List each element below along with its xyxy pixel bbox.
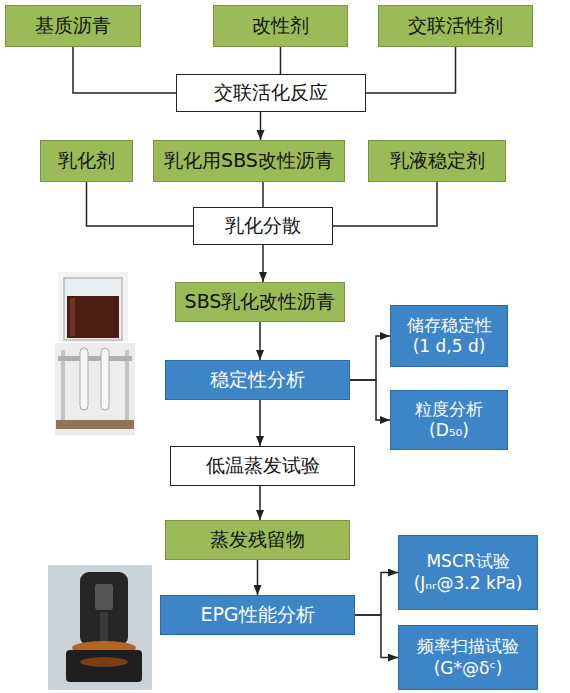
flow-connector xyxy=(87,182,194,226)
node-label: 蒸发残留物 xyxy=(210,528,305,552)
photo-background xyxy=(58,272,128,342)
analysis-box: EPG性能分析 xyxy=(160,595,355,635)
flow-connector xyxy=(355,573,398,616)
flow-connector xyxy=(259,322,261,360)
flow-connector xyxy=(350,336,390,380)
flow-connector xyxy=(257,560,259,595)
beaker-liquid xyxy=(67,296,119,338)
flow-connector xyxy=(73,47,176,93)
flow-connector xyxy=(333,182,437,226)
node-label: 乳化剂 xyxy=(58,149,115,173)
flow-connector xyxy=(262,245,264,282)
photo-background xyxy=(48,565,152,690)
process-box: 低温蒸发试验 xyxy=(170,446,355,486)
process-box: 乳化分散 xyxy=(193,207,333,245)
material-box: 乳液稳定剂 xyxy=(368,140,506,182)
analysis-box: 稳定性分析 xyxy=(165,360,350,400)
material-box: 乳化剂 xyxy=(40,140,133,182)
node-label: SBS乳化改性沥青 xyxy=(185,290,336,314)
flow-connector xyxy=(262,182,264,207)
node-label: 储存稳定性 (1 d,5 d) xyxy=(399,315,499,358)
flow-connector xyxy=(366,47,456,93)
beaker-glass xyxy=(64,278,122,340)
node-label: 乳化分散 xyxy=(225,214,301,238)
rheometer-spindle xyxy=(100,612,108,642)
node-label: 低温蒸发试验 xyxy=(206,454,320,478)
rheometer-window xyxy=(95,584,113,610)
stand-base xyxy=(56,420,134,429)
stand-rack xyxy=(58,356,132,361)
rheometer-body xyxy=(80,572,128,646)
beaker-highlight xyxy=(70,298,75,336)
test-tube xyxy=(80,348,88,410)
node-label: 基质沥青 xyxy=(35,14,111,38)
node-label: 乳化用SBS改性沥青 xyxy=(164,149,334,173)
flow-connector xyxy=(355,615,398,658)
node-label: 交联活化反应 xyxy=(214,81,328,105)
rheometer-ring xyxy=(80,657,128,667)
flow-connector xyxy=(350,380,390,420)
node-label: 稳定性分析 xyxy=(210,368,305,392)
test-box: 储存稳定性 (1 d,5 d) xyxy=(390,305,508,367)
rheometer-base xyxy=(66,650,142,682)
material-box: 蒸发残留物 xyxy=(165,520,350,560)
node-label: 交联活性剂 xyxy=(408,14,503,38)
flow-connector xyxy=(259,486,261,520)
test-box: 频率扫描试验 (G*@δᶜ) xyxy=(398,625,538,690)
node-label: MSCR试验 (Jₙᵣ@3.2 kPa) xyxy=(407,551,529,594)
flow-connector xyxy=(259,400,261,446)
material-box: 改性剂 xyxy=(213,5,348,47)
material-box: 乳化用SBS改性沥青 xyxy=(153,140,345,182)
test-tube xyxy=(101,348,109,410)
material-box: 基质沥青 xyxy=(5,5,141,47)
node-label: 频率扫描试验 (G*@δᶜ) xyxy=(407,636,529,679)
process-box: 交联活化反应 xyxy=(176,74,366,112)
node-label: EPG性能分析 xyxy=(200,603,314,627)
node-label: 改性剂 xyxy=(252,14,309,38)
material-box: 交联活性剂 xyxy=(378,5,533,47)
node-label: 乳液稳定剂 xyxy=(390,149,485,173)
test-box: 粒度分析 (D₅₀) xyxy=(390,390,508,450)
node-label: 粒度分析 (D₅₀) xyxy=(399,399,499,442)
flow-connector xyxy=(280,47,282,74)
photo-background xyxy=(55,343,135,435)
material-box: SBS乳化改性沥青 xyxy=(175,282,345,322)
flow-connector xyxy=(260,112,262,140)
test-box: MSCR试验 (Jₙᵣ@3.2 kPa) xyxy=(398,535,538,610)
